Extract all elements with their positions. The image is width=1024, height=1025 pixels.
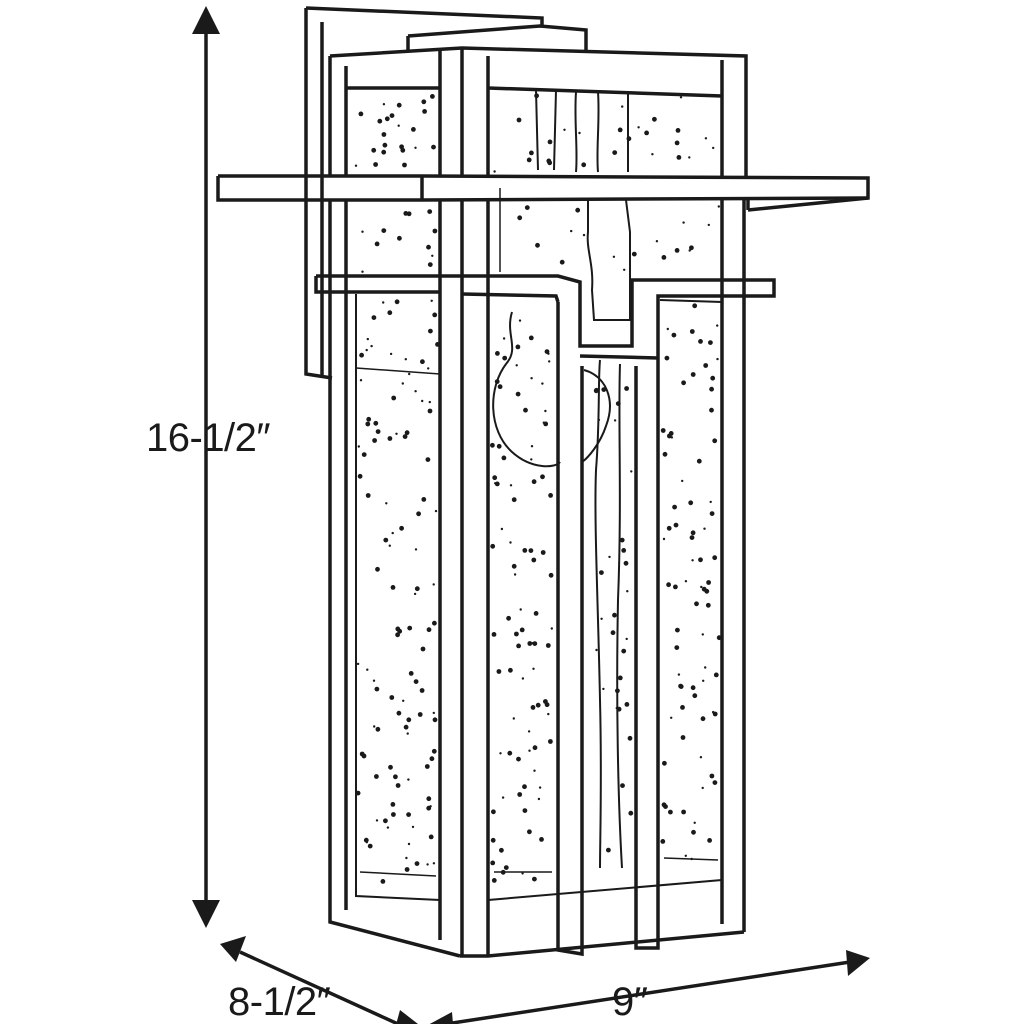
roof-band [216,174,870,212]
depth-dimension-arrow [220,936,418,1024]
front-bars [556,302,660,957]
bulb-outline [492,89,631,869]
width-label: 9″ [612,980,648,1024]
wall-backplate [304,6,544,380]
upper-frame [328,46,748,176]
depth-label: 8-1/2″ [228,980,331,1024]
seeded-glass-bubbles [354,93,722,884]
mid-band [314,274,776,360]
top-cap [406,24,588,52]
body-frame [328,200,746,958]
height-dimension-arrow [192,6,220,928]
width-dimension-arrow [429,950,870,1024]
height-label: 16-1/2″ [146,416,271,460]
